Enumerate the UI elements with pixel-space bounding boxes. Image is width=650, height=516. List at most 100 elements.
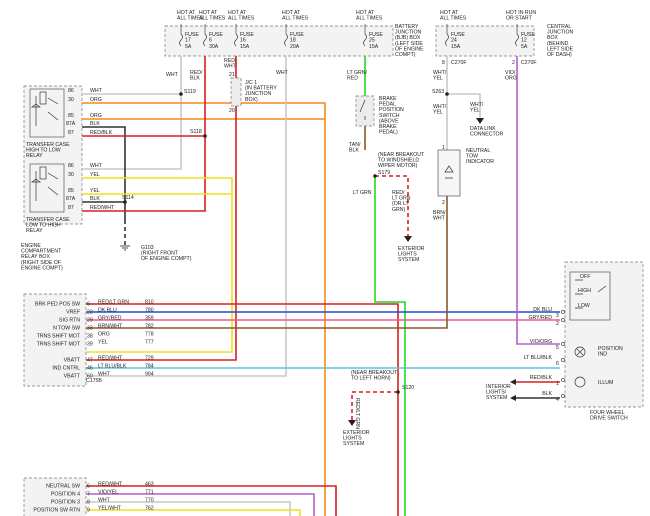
module-circuit: 771	[145, 490, 154, 496]
wire-label: WHT	[90, 163, 103, 169]
pin-label: 2	[512, 60, 515, 66]
arrow-exterior-lights-1	[404, 236, 412, 242]
gem-module-connector	[23, 293, 87, 516]
module-circuit: 729	[145, 356, 154, 362]
wire-red-ltgrn-module	[82, 303, 399, 516]
relay1-pins: 86 30 85 87A 87 WHT ORG ORG BLK RED/BLK	[66, 88, 113, 136]
pin-label: 87A	[66, 121, 76, 127]
splice-label: S120	[402, 385, 414, 391]
relay-high-to-low	[29, 88, 65, 138]
module-pin: 6	[87, 484, 90, 490]
switch-terminal	[561, 358, 565, 362]
wire-wht-yel-dlc	[447, 93, 481, 118]
splice-label: S114	[122, 195, 134, 201]
module-wire-label: VIO/YEL	[98, 490, 118, 496]
module-pin: 33	[87, 326, 93, 332]
switch-pin: 4	[556, 397, 559, 403]
arrow-exterior-lights-2	[348, 420, 356, 426]
pin-label: 2	[442, 200, 445, 206]
connector-label: C270F	[521, 60, 537, 66]
four-wheel-drive-switch	[564, 261, 644, 408]
wire-vio-yel	[82, 493, 315, 516]
wire-label: BLK	[90, 121, 100, 127]
pin-label: 86	[68, 88, 74, 94]
relay2-pins: 86 30 85 87A 87 WHT YEL YEL BLK RED/WHT	[66, 163, 115, 211]
module-pin: 29	[87, 318, 93, 324]
engine-compartment-relay-box	[23, 85, 83, 225]
switch-terminal	[561, 378, 565, 382]
wire-red-wht-neutral	[82, 485, 337, 516]
switch-pin: 5	[556, 345, 559, 351]
module-wire-label: GRY/RED	[98, 316, 122, 322]
wire-wht-pos3	[82, 501, 291, 516]
fuse-rating: 5A	[185, 44, 192, 50]
wire-yel-wht	[82, 509, 301, 516]
wire-label: WHT	[166, 72, 179, 78]
illum-label: ILLUM	[598, 380, 613, 386]
module-wire-label: YEL/WHT	[98, 506, 122, 512]
relay-low-to-high	[29, 163, 65, 213]
module-pin: 39	[87, 342, 93, 348]
module-pin: 7	[87, 492, 90, 498]
module-circuit: 762	[145, 506, 154, 512]
ground-symbol	[120, 245, 130, 251]
wire-label: BLK	[90, 196, 100, 202]
module-circuit: 810	[145, 300, 154, 306]
central-junction-box	[435, 25, 535, 57]
fuse-rating: 5A	[521, 44, 528, 50]
switch-wire-label: GRY/RED	[528, 315, 552, 321]
wire-label: LT GRN/RED	[347, 70, 368, 82]
battery-junction-box	[164, 25, 394, 57]
wire-label: RED/WHT	[90, 205, 115, 211]
switch-wire-label: LT BLU/BLK	[524, 355, 553, 361]
fuse-rating: 15A	[240, 44, 250, 50]
switch-terminal	[561, 310, 565, 314]
module-wire-label: BRN/WHT	[98, 324, 123, 330]
interior-lights-arrows	[510, 379, 516, 401]
module-wire-label: WHT	[98, 372, 111, 378]
splice-label: S263	[432, 89, 444, 95]
fuse-rating: 15A	[369, 44, 379, 50]
pin-label: 30	[68, 97, 74, 103]
wire-label: BRN/WHT	[433, 210, 446, 222]
pin-label: 8	[442, 60, 445, 66]
module-wire-label: ORG	[98, 332, 110, 338]
splice-label: S179	[378, 170, 390, 176]
module-signal-label: TRNS SHIFT MOT	[37, 334, 81, 340]
junction-connector-jc1	[230, 77, 242, 107]
module-signal-label: TRNS SHIFT MOT	[37, 342, 81, 348]
data-link-arrow	[476, 118, 484, 124]
jc1-pin: 20	[229, 108, 235, 114]
module-circuit: 784	[145, 364, 154, 370]
module-circuit: 359	[145, 316, 154, 322]
wire-label: WHT/YEL	[433, 70, 447, 82]
module-signal-label: SIG RTN	[59, 318, 80, 324]
fuse-rating: 30A	[209, 44, 219, 50]
brake-pedal-switch	[355, 95, 375, 127]
pin-label: 30	[68, 172, 74, 178]
module-signal-label: IND CNTRL	[52, 366, 80, 372]
switch-wire-label: RED/BLK	[530, 375, 553, 381]
module-pin: 9	[87, 508, 90, 514]
